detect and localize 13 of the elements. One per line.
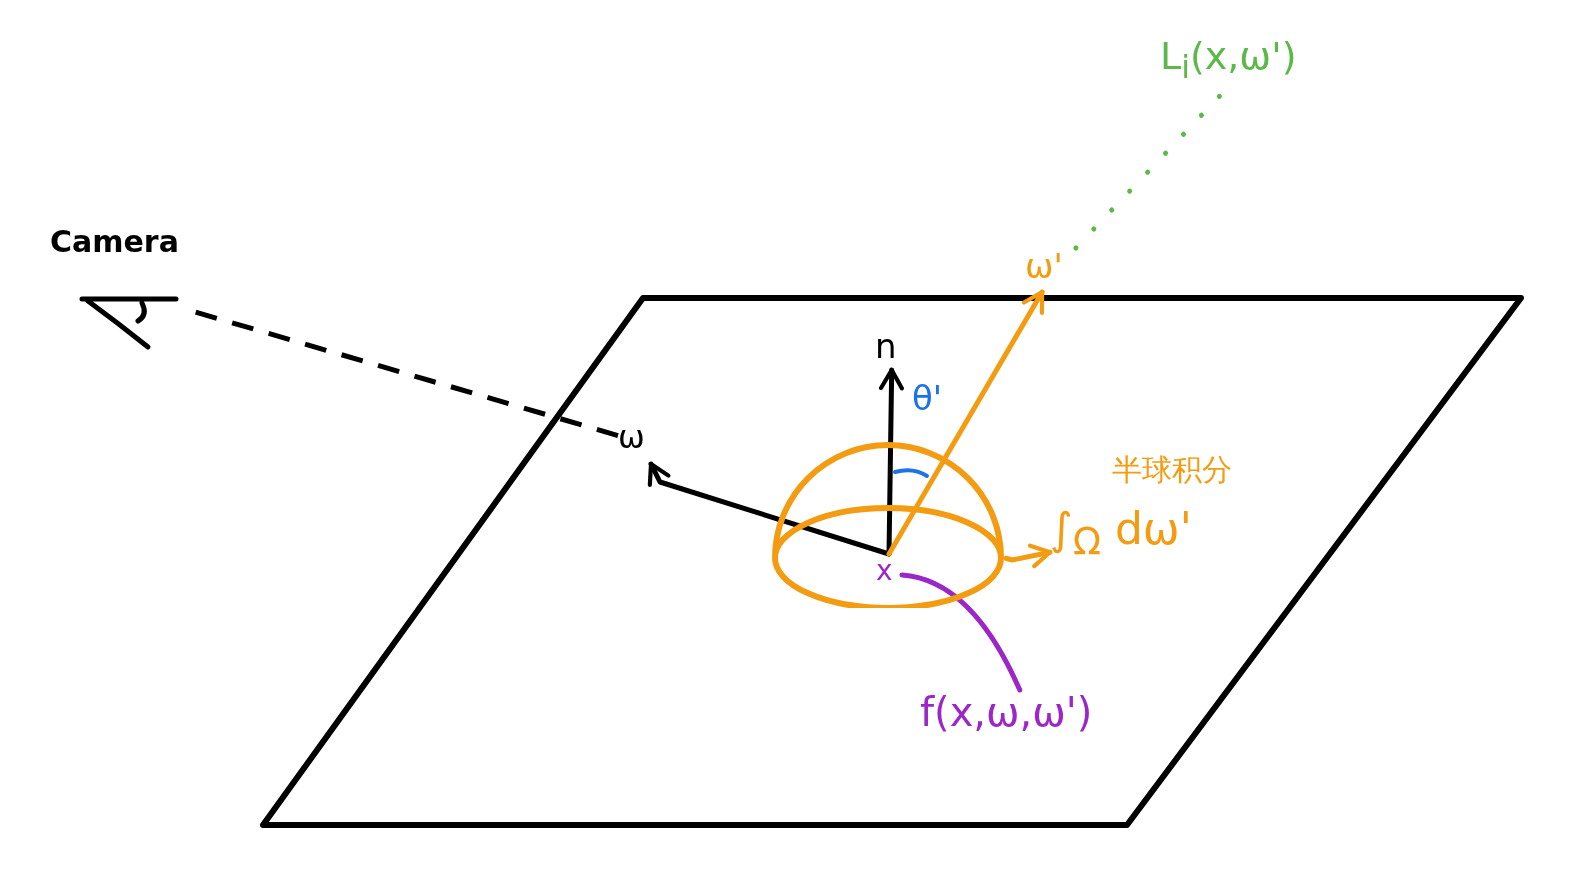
radiance-formula: L$_{i}$(x,ω') — [1160, 36, 1340, 92]
normal-label: n — [875, 328, 909, 370]
point-label: x — [876, 556, 902, 592]
incoming-direction-label: ω' — [1025, 248, 1085, 292]
camera-label: Camera — [50, 225, 179, 258]
omega-label: ω — [618, 420, 662, 464]
arrow — [886, 289, 1045, 557]
brdf-formula: f(x,ω,ω') — [920, 690, 1150, 760]
integral-formula: ∫$_{Ω}$ dω' — [1050, 505, 1192, 563]
arrow — [1003, 543, 1053, 569]
angle-label: θ' — [912, 380, 952, 428]
leader-line — [899, 572, 1023, 693]
chinese-caption: 半球积分 — [1112, 453, 1232, 486]
